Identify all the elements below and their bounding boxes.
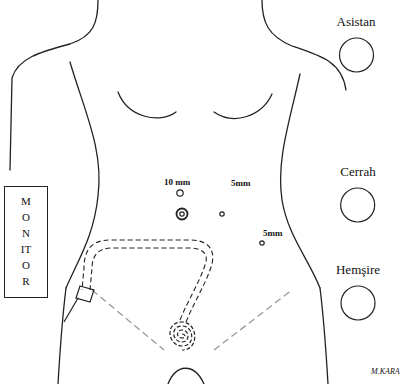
staff-circle-shape [341, 286, 375, 320]
staff-circle: Hemşire [334, 262, 382, 322]
staff-circle-shape [339, 38, 373, 72]
manipulator-grip [64, 298, 78, 322]
signature: M.KARA [370, 368, 401, 376]
staff-circle-outline [338, 186, 377, 224]
umbilical-port-inner [180, 212, 184, 216]
port-10mm [177, 190, 183, 196]
port-size-label: 5mm [230, 179, 252, 188]
port-5mm-a [220, 212, 224, 216]
staff-circle: Asistan [335, 14, 378, 74]
monitor-label: MONITOR [21, 194, 32, 290]
staff-label: Cerrah [338, 164, 377, 180]
left-leg [58, 288, 66, 384]
left-flank [66, 62, 99, 288]
staff-label: Hemşire [334, 262, 382, 278]
port-size-label: 5mm [262, 229, 284, 238]
manipulator-inner [82, 240, 213, 322]
port-5mm-b [260, 241, 264, 245]
right-shoulder [262, 0, 346, 90]
left-inguinal-line [92, 290, 164, 350]
staff-circle-shape [341, 188, 375, 222]
right-flank [281, 74, 320, 288]
staff-circle-outline [335, 36, 378, 74]
crotch [168, 368, 204, 384]
left-shoulder [10, 0, 98, 170]
staff-circle-outline [334, 284, 382, 322]
port-size-label: 10 mm [163, 178, 191, 187]
manipulator-outer [90, 248, 206, 320]
monitor-box: MONITOR [4, 186, 48, 298]
uterus-spiral [170, 322, 195, 350]
right-inguinal-line [214, 290, 292, 350]
staff-label: Asistan [335, 14, 378, 30]
umbilical-port-outer [177, 209, 188, 220]
manipulator-handle [76, 286, 94, 302]
left-breast [118, 92, 176, 118]
right-breast [214, 94, 272, 118]
right-leg [320, 288, 328, 384]
staff-circle: Cerrah [338, 164, 377, 224]
